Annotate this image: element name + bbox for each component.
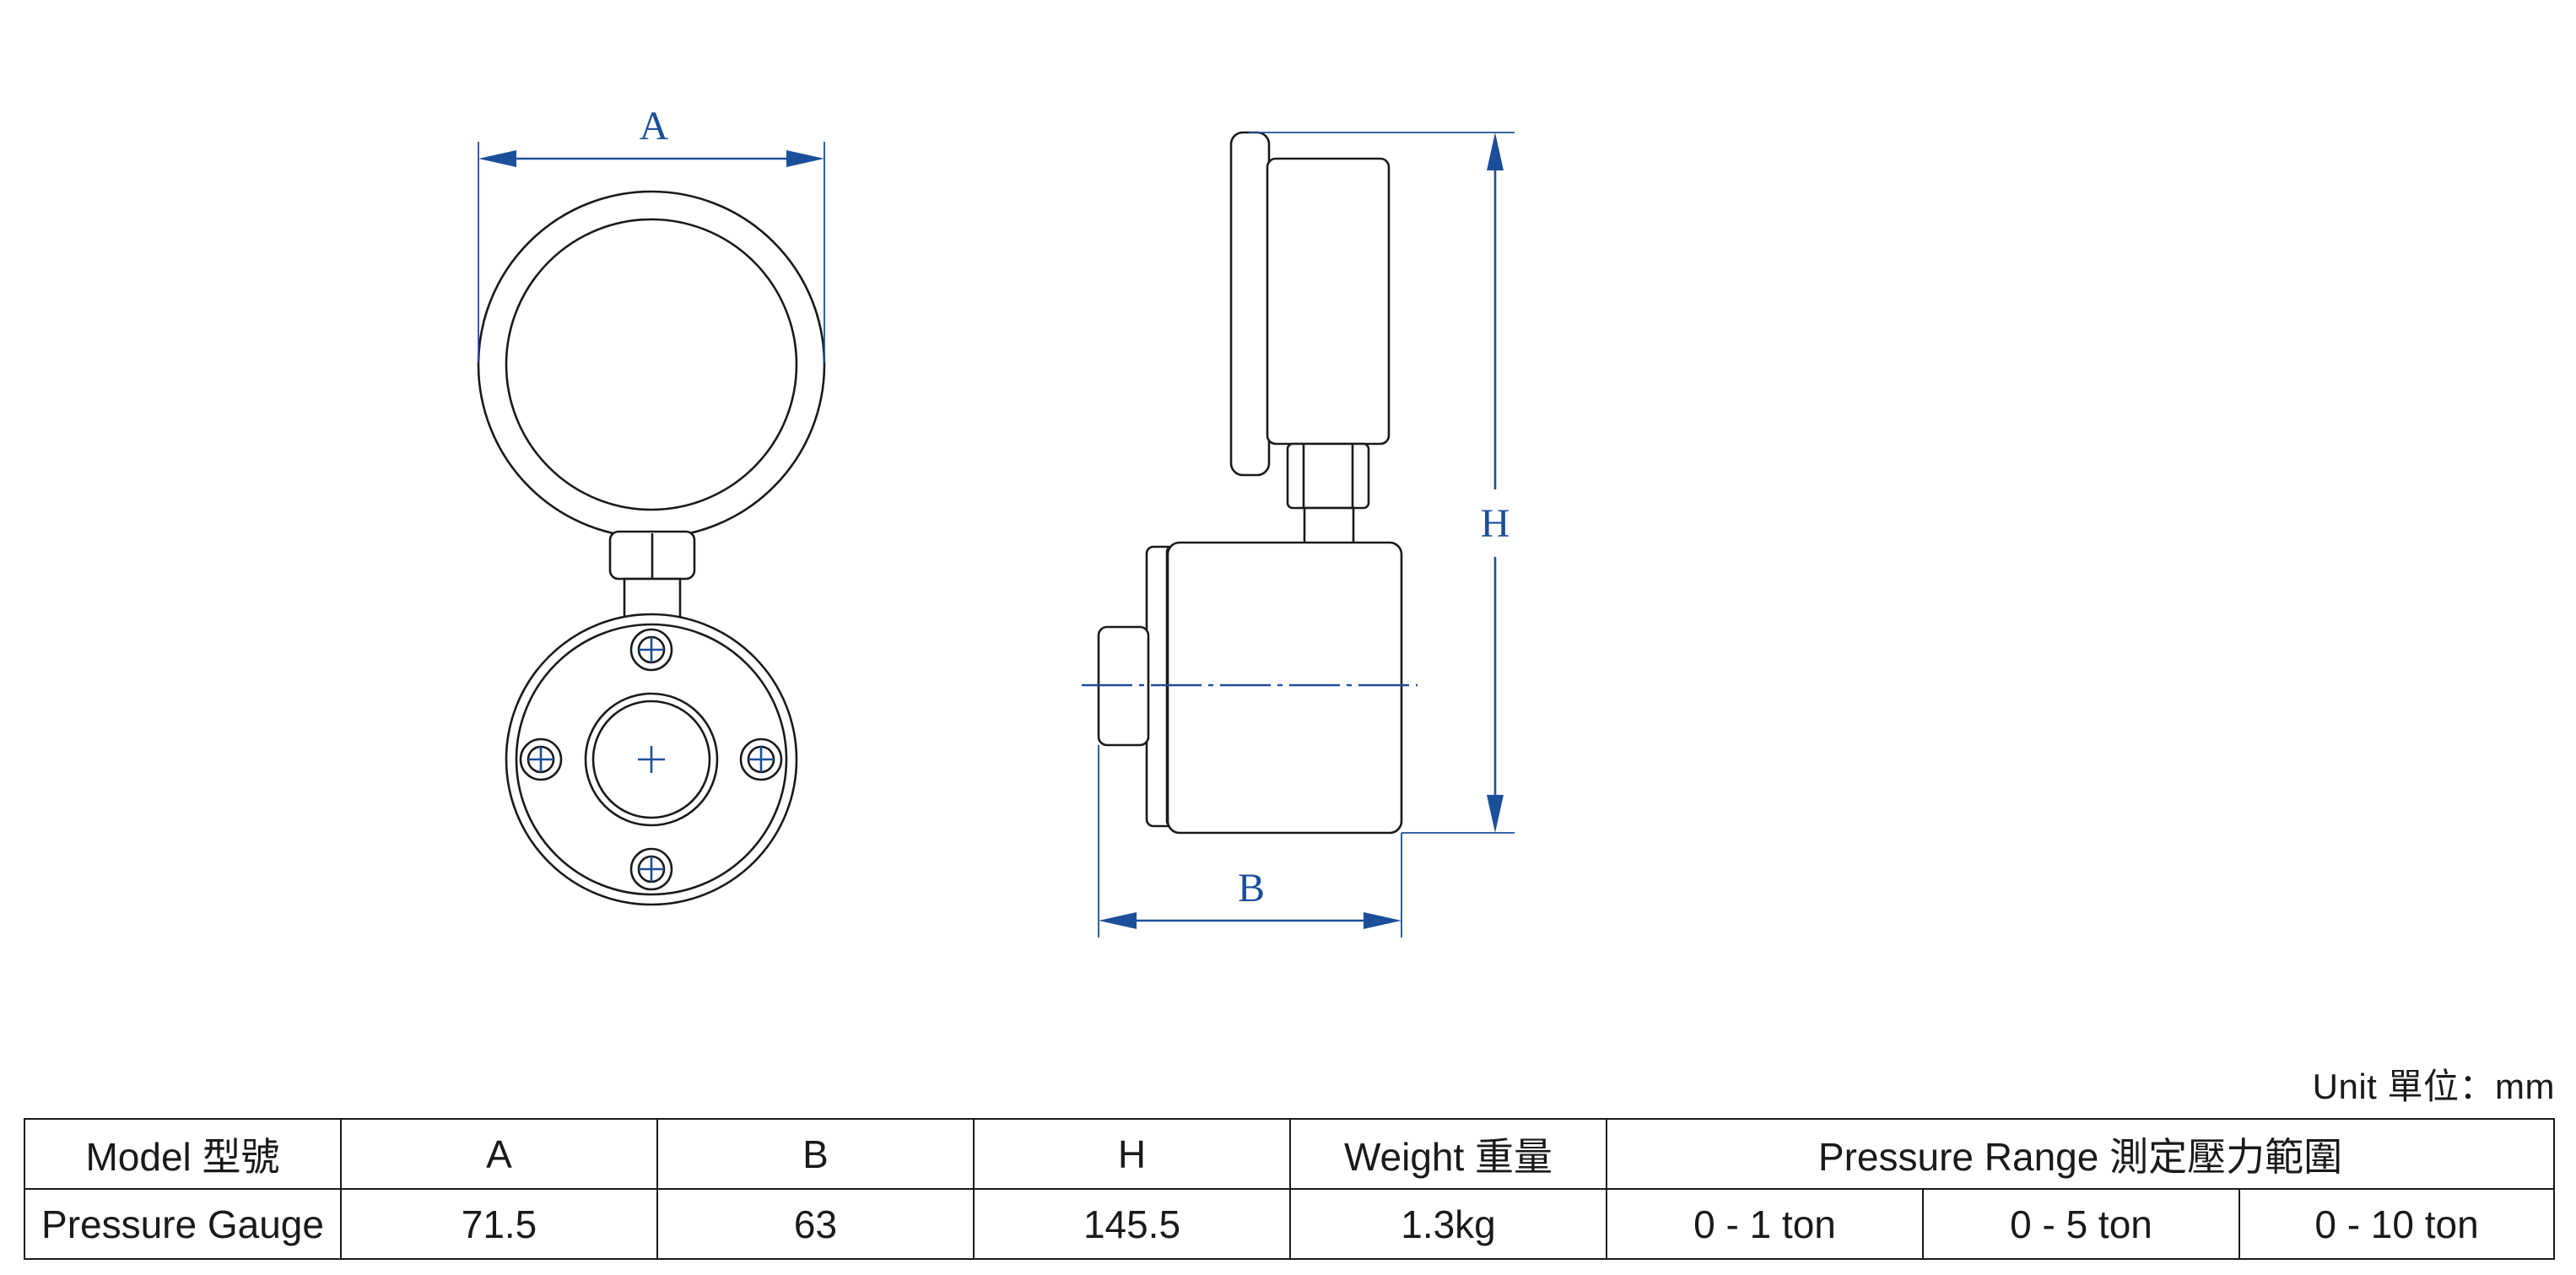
cell-range-3: 0 - 10 ton [2238,1188,2556,1260]
dimension-b-label: B [1238,866,1265,910]
load-cell-side-body [1166,541,1403,835]
dimension-h-label: H [1481,501,1510,546]
dimension-a-label: A [640,104,669,149]
screw-top [629,628,673,672]
gauge-case-side [1266,157,1391,446]
dimension-h: H [1249,132,1515,834]
gauge-bezel-side [1229,131,1271,477]
screw-right [739,737,783,781]
screw-left [519,737,563,781]
dimension-a: A [478,104,825,363]
side-view: H B [1082,131,1515,937]
cell-model: Pressure Gauge [24,1188,342,1260]
header-h: H [973,1118,1291,1190]
cell-range-2: 0 - 5 ton [1922,1188,2240,1260]
cell-weight: 1.3kg [1289,1188,1607,1260]
cell-h: 145.5 [973,1188,1291,1260]
header-pressure-range: Pressure Range 測定壓力範圍 [1605,1118,2556,1190]
header-a: A [340,1118,658,1190]
spec-table: Model 型號 A B H Weight 重量 Pressure Range … [24,1118,2556,1260]
header-model: Model 型號 [24,1118,342,1190]
table-header-row: Model 型號 A B H Weight 重量 Pressure Range … [24,1118,2556,1190]
unit-note: Unit 單位：mm [2312,1067,2555,1106]
front-view: A [477,104,826,906]
header-weight: Weight 重量 [1289,1118,1607,1190]
table-row: Pressure Gauge 71.5 63 145.5 1.3kg 0 - 1… [24,1188,2556,1260]
cell-a: 71.5 [340,1188,658,1260]
gauge-outer-ring [477,190,826,539]
load-cell-button-outer [584,692,719,827]
technical-drawing: A H [477,104,1515,937]
screw-bottom [629,847,673,891]
load-cell-button-inner [591,700,711,819]
cell-b: 63 [656,1188,975,1260]
gauge-neck-side [1303,506,1355,545]
gauge-connector-side [1286,442,1370,510]
load-cell-inner-rim [515,623,788,896]
header-b: B [656,1118,975,1190]
gauge-dial-face [505,218,798,511]
dimension-b: B [1098,745,1402,937]
gauge-neck [623,577,682,621]
cell-range-1: 0 - 1 ton [1606,1188,1924,1260]
